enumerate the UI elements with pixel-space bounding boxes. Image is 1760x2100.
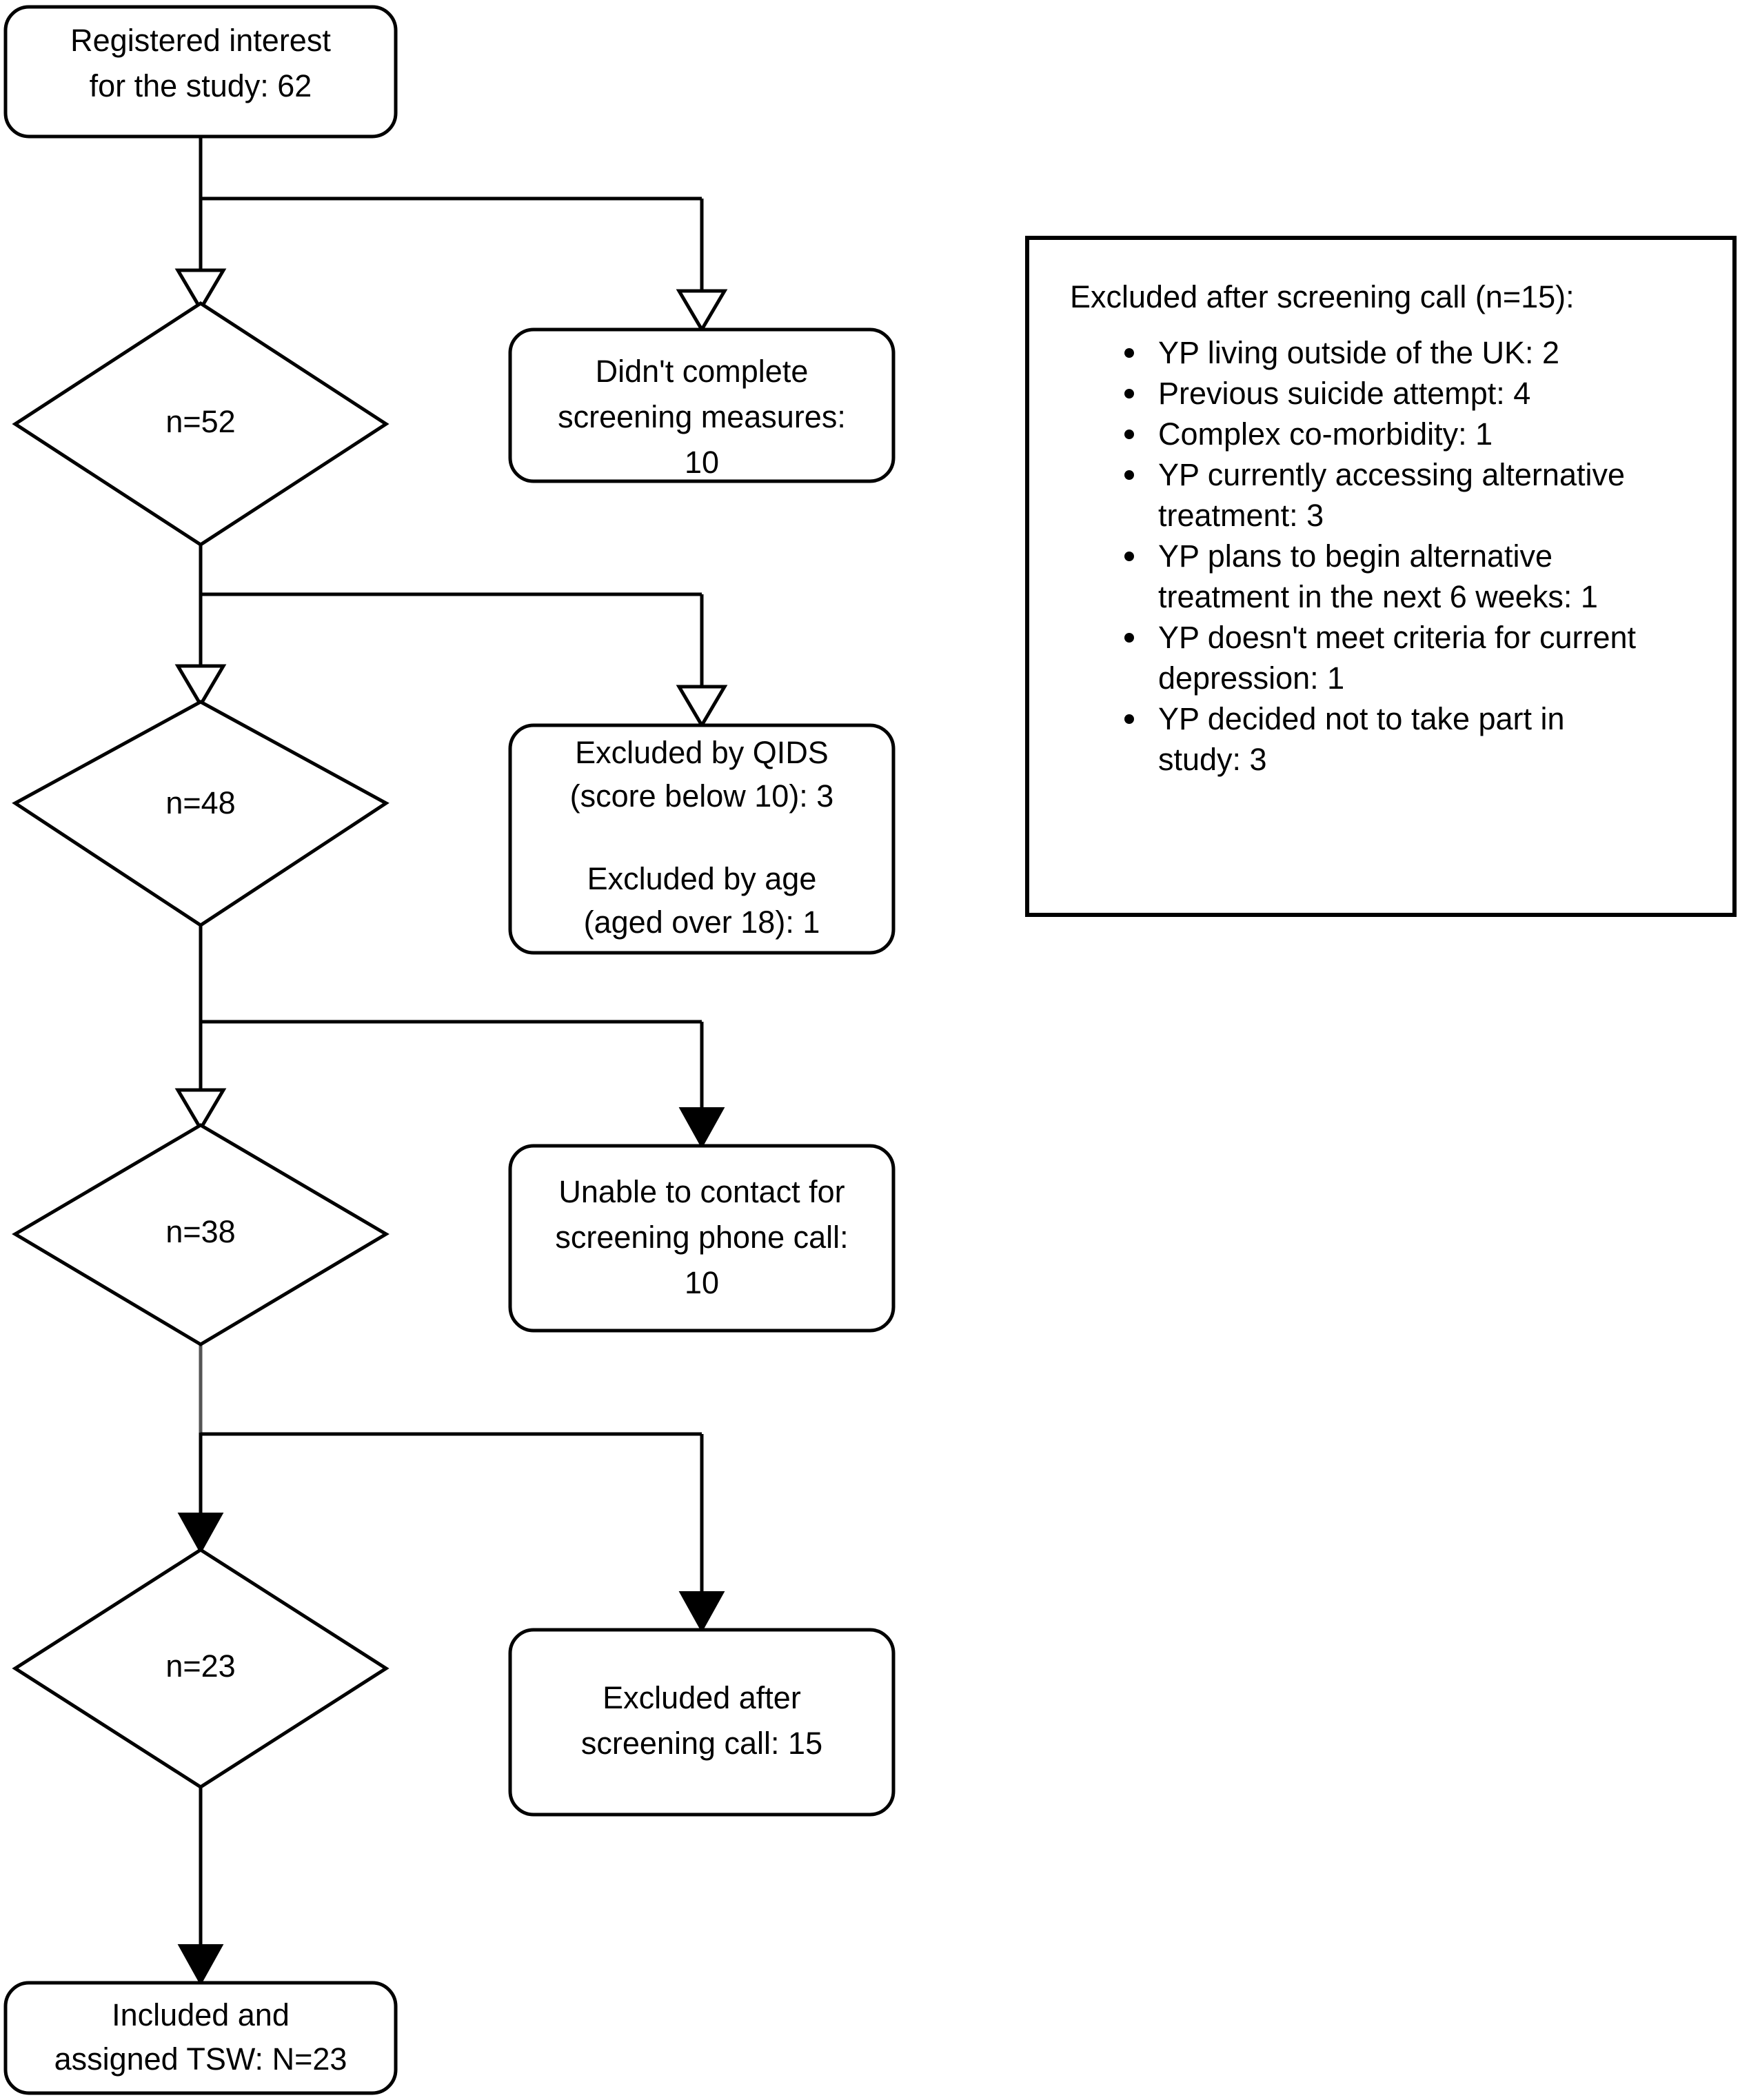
node-registered-interest-shape — [3, 5, 398, 139]
info-bullet-6-line-1: YP doesn't meet criteria for current — [1158, 620, 1637, 655]
info-bullet-4-line-2: treatment: 3 — [1158, 498, 1324, 533]
node-excluded-after-call-shape — [508, 1628, 896, 1817]
arrowhead-open-into-exclusion2 — [676, 685, 728, 729]
info-bullet-2-line-1: Previous suicide attempt: 4 — [1158, 376, 1530, 411]
node-decision-n23-shape — [12, 1548, 390, 1789]
bullet-dot-icon — [1124, 470, 1134, 480]
node-decision-n23[interactable]: n=23 — [12, 1548, 390, 1789]
node-excluded-by-qids-and-age[interactable]: Excluded by QIDS (score below 10): 3 Exc… — [508, 723, 896, 955]
info-bullet-7-line-1: YP decided not to take part in — [1158, 701, 1565, 736]
node-registered-interest[interactable]: Registered interest for the study: 62 — [3, 5, 398, 139]
node-decision-n52-shape — [12, 301, 390, 547]
node-excluded-age-line-1: Excluded by age — [587, 861, 817, 896]
node-decision-n38-shape — [12, 1123, 390, 1346]
node-didnt-complete-screening-measures[interactable]: Didn't complete screening measures: 10 — [508, 327, 896, 483]
node-decision-n52[interactable]: n=52 — [12, 301, 390, 547]
arrowhead-solid-into-end — [177, 1944, 224, 1986]
arrowhead-solid-into-exclusion4 — [678, 1591, 725, 1633]
node-excluded-after-call-line-2: screening call: 15 — [581, 1726, 822, 1761]
info-box-excluded-after-screening-call: Excluded after screening call (n=15): YP… — [1025, 236, 1737, 917]
node-included-assigned-tsw[interactable]: Included and assigned TSW: N=23 — [3, 1981, 398, 2095]
node-decision-n52-label: n=52 — [165, 404, 235, 439]
node-included-assigned-shape — [3, 1981, 398, 2095]
node-unable-to-contact-line-2: screening phone call: — [555, 1220, 848, 1255]
node-registered-interest-line-1: Registered interest — [70, 23, 331, 58]
info-bullet-3-line-1: Complex co-morbidity: 1 — [1158, 416, 1493, 452]
node-decision-n48[interactable]: n=48 — [12, 700, 390, 927]
node-unable-to-contact-line-1: Unable to contact for — [558, 1174, 844, 1209]
bullet-dot-icon — [1124, 389, 1134, 398]
node-excluded-qids-line-2: (score below 10): 3 — [570, 778, 834, 814]
node-registered-interest-line-2: for the study: 62 — [90, 68, 312, 103]
node-decision-n48-label: n=48 — [165, 785, 235, 820]
node-included-assigned-line-2: assigned TSW: N=23 — [54, 2041, 347, 2077]
node-unable-to-contact-line-3: 10 — [685, 1265, 719, 1300]
info-bullet-7-line-2: study: 3 — [1158, 742, 1267, 777]
node-excluded-qids-shape — [508, 723, 896, 955]
node-didnt-complete-line-2: screening measures: — [558, 399, 846, 434]
arrowhead-solid-into-exclusion3 — [678, 1107, 725, 1149]
node-unable-to-contact-shape — [508, 1144, 896, 1333]
info-bullet-6-line-2: depression: 1 — [1158, 660, 1344, 696]
node-didnt-complete-shape — [508, 327, 896, 483]
node-decision-n38[interactable]: n=38 — [12, 1123, 390, 1346]
arrowhead-open-into-decision1 — [174, 268, 227, 312]
bullet-dot-icon — [1124, 348, 1134, 358]
node-excluded-qids-line-1: Excluded by QIDS — [575, 735, 829, 770]
info-bullet-5-line-1: YP plans to begin alternative — [1158, 538, 1552, 574]
arrowhead-open-into-decision3 — [174, 1088, 227, 1132]
node-decision-n38-label: n=38 — [165, 1214, 235, 1249]
bullet-dot-icon — [1124, 714, 1134, 724]
info-box-title: Excluded after screening call (n=15): — [1070, 279, 1575, 314]
node-excluded-after-screening-call[interactable]: Excluded after screening call: 15 — [508, 1628, 896, 1817]
bullet-dot-icon — [1124, 430, 1134, 439]
bullet-dot-icon — [1124, 552, 1134, 561]
bullet-dot-icon — [1124, 633, 1134, 643]
info-bullet-1-line-1: YP living outside of the UK: 2 — [1158, 335, 1559, 370]
info-bullet-4-line-1: YP currently accessing alternative — [1158, 457, 1625, 492]
node-excluded-after-call-line-1: Excluded after — [603, 1680, 801, 1715]
info-bullet-5-line-2: treatment in the next 6 weeks: 1 — [1158, 579, 1598, 614]
arrowhead-solid-into-decision4 — [177, 1513, 224, 1555]
info-box-border — [1025, 236, 1737, 917]
node-decision-n23-label: n=23 — [165, 1648, 235, 1684]
node-included-assigned-line-1: Included and — [112, 1997, 290, 2032]
node-didnt-complete-line-1: Didn't complete — [596, 354, 809, 389]
node-decision-n48-shape — [12, 700, 390, 927]
node-unable-to-contact[interactable]: Unable to contact for screening phone ca… — [508, 1144, 896, 1333]
arrowhead-open-into-exclusion1 — [676, 289, 728, 333]
node-didnt-complete-line-3: 10 — [685, 445, 719, 480]
node-excluded-age-line-2: (aged over 18): 1 — [584, 905, 820, 940]
arrowhead-open-into-decision2 — [174, 664, 227, 708]
